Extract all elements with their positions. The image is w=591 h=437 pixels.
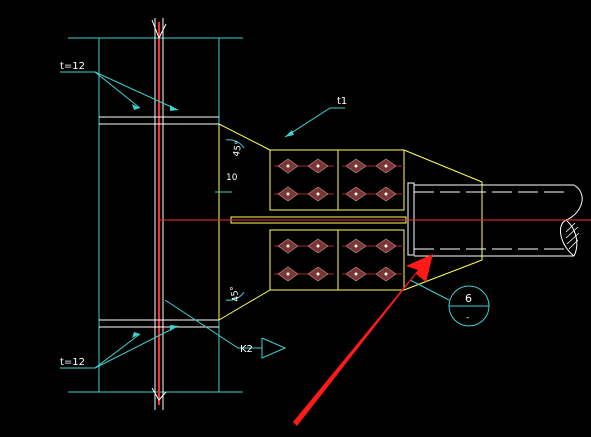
splice-plate-top-left bbox=[269, 149, 339, 211]
bolt-center bbox=[316, 192, 320, 196]
column bbox=[68, 18, 243, 410]
bolt-center bbox=[316, 164, 320, 168]
arrowheads bbox=[132, 104, 294, 338]
bolt-center bbox=[354, 192, 358, 196]
bolt-group bbox=[274, 158, 402, 282]
bolt-center bbox=[354, 164, 358, 168]
leaders bbox=[60, 71, 490, 369]
column-break-bottom bbox=[151, 387, 167, 401]
gusset-plate bbox=[218, 123, 407, 321]
splice-plates bbox=[269, 149, 405, 291]
splice-plate-top-right bbox=[337, 149, 405, 211]
bolt-center bbox=[286, 244, 290, 248]
splice-plate-bottom-right bbox=[337, 229, 405, 291]
weld-symbol-label: - bbox=[466, 313, 469, 323]
column-break-top bbox=[151, 19, 167, 40]
bolt-center bbox=[354, 244, 358, 248]
tube-member bbox=[403, 149, 583, 291]
plate-thickness-label-top: t=12 bbox=[60, 61, 85, 72]
red-pointer-arrow bbox=[293, 254, 433, 426]
section-mark-label: K2 bbox=[240, 344, 253, 355]
gap-dimension-label: 10 bbox=[226, 173, 238, 183]
bolt-center bbox=[286, 272, 290, 276]
bolt-center bbox=[316, 244, 320, 248]
bolt-center bbox=[286, 192, 290, 196]
weld-size-label: 6 bbox=[465, 292, 472, 305]
plate-thickness-label-bottom: t=12 bbox=[60, 357, 85, 368]
gusset-thickness-label: t1 bbox=[337, 96, 347, 107]
bolt-center bbox=[384, 272, 388, 276]
splice-plate-bottom-left bbox=[269, 229, 339, 291]
bolt-center bbox=[286, 164, 290, 168]
bolt-center bbox=[354, 272, 358, 276]
bolt-center bbox=[384, 164, 388, 168]
end-plate bbox=[407, 182, 415, 256]
angle-label-top: 45° bbox=[232, 140, 245, 157]
bolt-center bbox=[316, 272, 320, 276]
bolt-center bbox=[384, 192, 388, 196]
bolt-center bbox=[384, 244, 388, 248]
angle-label-bottom: 45° bbox=[229, 285, 242, 302]
